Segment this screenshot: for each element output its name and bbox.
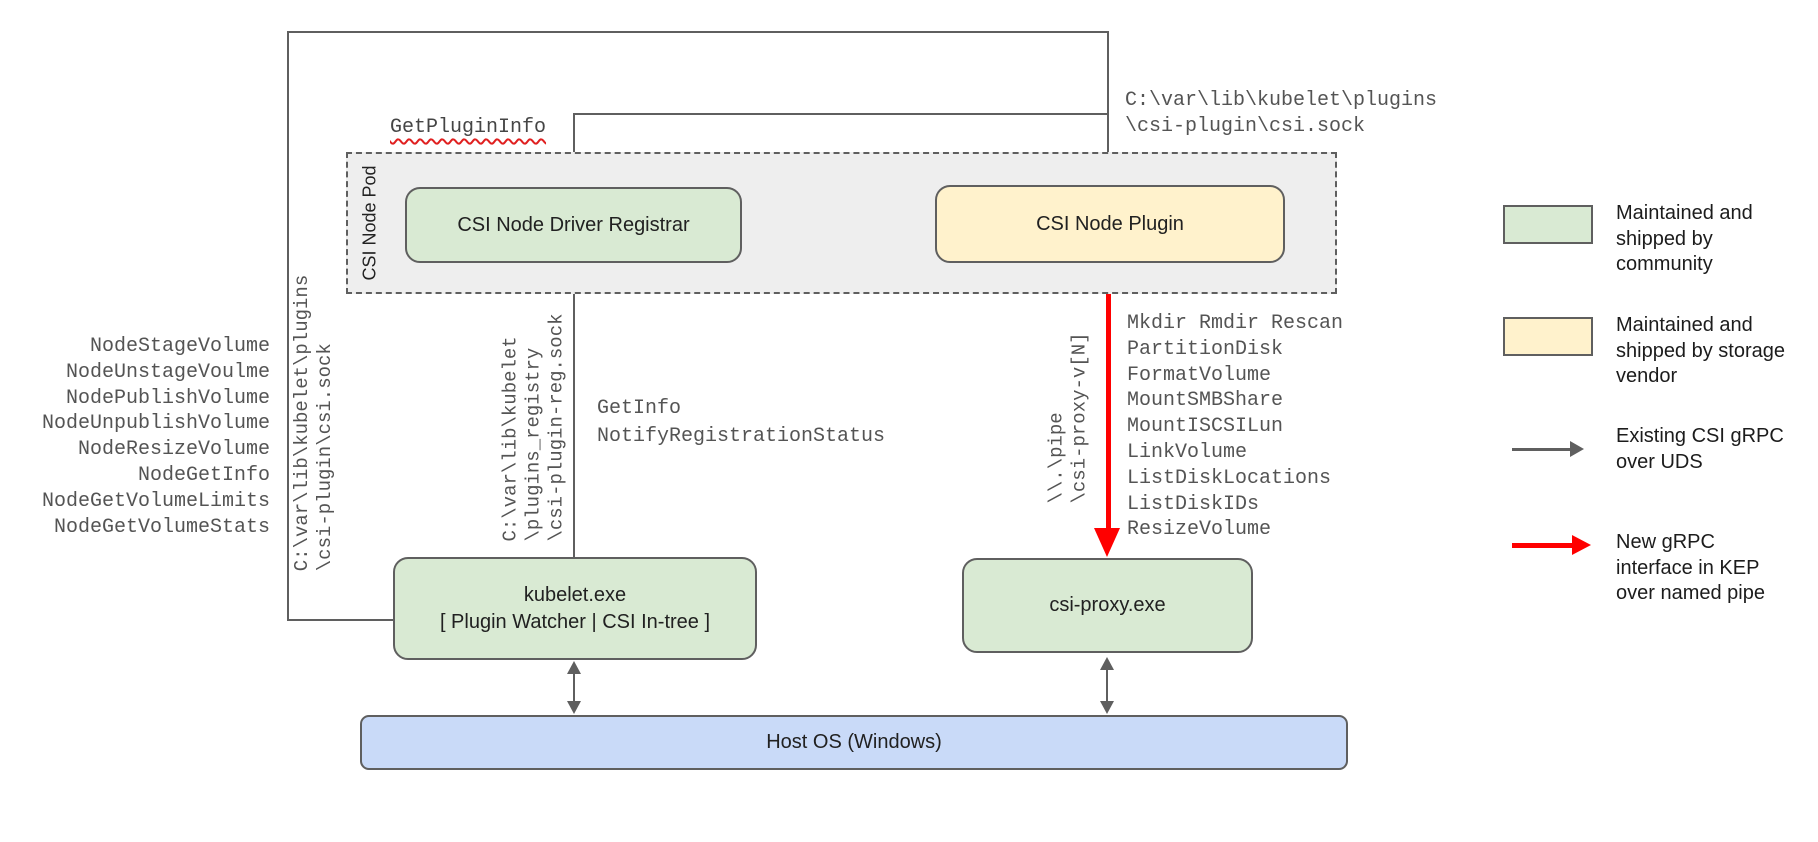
registry-sock-line: C:\var\lib\kubelet	[499, 335, 522, 542]
host-os-box: Host OS (Windows)	[360, 715, 1348, 770]
legend-gray-arrowhead-icon	[1570, 441, 1584, 457]
kubelet-subtitle: [ Plugin Watcher | CSI In-tree ]	[439, 610, 711, 633]
legend-uds-label: Existing CSI gRPC over UDS	[1616, 425, 1784, 473]
named-pipe-line: \\.\pipe	[1046, 412, 1068, 504]
proxy-hostos-arrow-down-icon	[1100, 701, 1114, 714]
proxy-method-item: MountISCSILun	[1127, 415, 1284, 439]
csi-node-pod-label-wrap: CSI Node Pod	[350, 154, 390, 292]
registry-sock-line: \csi-plugin-reg.sock	[545, 312, 568, 542]
kubelet-hostos-line	[573, 671, 575, 709]
plugin-label: CSI Node Plugin	[1036, 212, 1184, 235]
kubelet-label-group: kubelet.exe [ Plugin Watcher | CSI In-tr…	[440, 582, 710, 636]
registration-method-item: NotifyRegistrationStatus	[597, 424, 886, 448]
get-plugin-info-label: GetPluginInfo	[390, 116, 547, 139]
proxy-method-item: MountSMBShare	[1127, 389, 1284, 413]
mid-horizontal-line	[573, 113, 1109, 115]
legend-red-arrowhead-icon	[1572, 535, 1591, 555]
legend-community-label: Maintained and shipped by community	[1616, 202, 1753, 275]
node-method-item: NodeUnpublishVolume	[41, 412, 270, 436]
node-method-item: NodeResizeVolume	[77, 438, 270, 462]
kubelet-hostos-arrow-down-icon	[567, 701, 581, 714]
proxy-method-item: LinkVolume	[1127, 440, 1248, 464]
node-method-item: NodeStageVolume	[89, 335, 270, 358]
named-pipe-rotated-label: \\.\pipe\csi-proxy-v[N]	[1046, 332, 1092, 503]
csi-sock-path-line: \csi-plugin\csi.sock	[1125, 115, 1366, 138]
kubelet-hostos-arrow-up-icon	[567, 661, 581, 674]
node-method-item: NodePublishVolume	[65, 386, 270, 410]
csi-node-pod-label: CSI Node Pod	[360, 165, 381, 281]
proxy-method-item: PartitionDisk	[1127, 337, 1284, 361]
proxy-hostos-arrow-up-icon	[1100, 657, 1114, 670]
csi-node-plugin-box: CSI Node Plugin	[935, 185, 1285, 263]
kubelet-up-line	[287, 31, 289, 621]
legend-named-pipe-label: New gRPC interface in KEP over named pip…	[1616, 531, 1765, 604]
registry-sock-rotated-label: C:\var\lib\kubelet\plugins_registry\csi-…	[500, 313, 569, 541]
registry-sock-line: \plugins_registry	[522, 347, 545, 542]
proxy-method-item: Mkdir Rmdir Rescan	[1127, 312, 1344, 335]
registry-sock-rotated-wrap: C:\var\lib\kubelet\plugins_registry\csi-…	[494, 298, 574, 556]
proxy-method-item: ResizeVolume	[1127, 518, 1272, 542]
getinfo-line	[573, 278, 575, 558]
legend-vendor-label: Maintained and shipped by storage vendor	[1616, 314, 1786, 387]
plugins-sock-rotated-label: C:\var\lib\kubelet\plugins\csi-plugin\cs…	[291, 275, 337, 571]
csi-proxy-box: csi-proxy.exe	[962, 558, 1253, 653]
node-method-item: NodeUnstageVoulme	[65, 360, 270, 384]
plugins-sock-rotated-wrap: C:\var\lib\kubelet\plugins\csi-plugin\cs…	[286, 272, 342, 574]
proxy-method-item: ListDiskLocations	[1127, 466, 1332, 490]
registration-method-item: GetInfo	[597, 397, 682, 420]
legend-gray-arrow-line	[1512, 448, 1572, 451]
csi-node-driver-registrar-box: CSI Node Driver Registrar	[405, 187, 742, 263]
top-horizontal-line	[287, 31, 1109, 33]
kubelet-name: kubelet.exe	[523, 583, 627, 606]
named-pipe-line: \csi-proxy-v[N]	[1069, 332, 1091, 504]
proxy-method-item: ListDiskIDs	[1127, 492, 1260, 516]
legend-vendor-swatch	[1503, 317, 1593, 356]
node-method-item: NodeGetVolumeLimits	[41, 489, 270, 513]
legend-red-arrow-line	[1512, 543, 1574, 548]
proxy-method-item: FormatVolume	[1127, 363, 1272, 387]
csi-proxy-label: csi-proxy.exe	[1049, 594, 1166, 616]
node-method-item: NodeGetInfo	[137, 463, 270, 487]
plugin-down-line	[1107, 31, 1109, 171]
registrar-label: CSI Node Driver Registrar	[457, 213, 690, 236]
csi-sock-path-label: C:\var\lib\kubelet\plugins \csi-plugin\cs…	[1125, 88, 1437, 140]
host-os-label: Host OS (Windows)	[766, 731, 942, 753]
plugins-sock-line: C:\var\lib\kubelet\plugins	[291, 274, 314, 572]
named-pipe-rotated-wrap: \\.\pipe\csi-proxy-v[N]	[1036, 288, 1102, 548]
csi-sock-path-line: C:\var\lib\kubelet\plugins	[1125, 89, 1438, 112]
registrar-up-line	[573, 113, 575, 188]
named-pipe-red-line	[1106, 262, 1111, 530]
kubelet-left-stub-line	[287, 619, 393, 621]
plugins-sock-line: \csi-plugin\csi.sock	[314, 343, 337, 572]
proxy-hostos-line	[1106, 667, 1108, 709]
legend-community-swatch	[1503, 205, 1593, 244]
red-arrowhead-into-csi-proxy-icon	[1094, 528, 1120, 557]
kubelet-box: kubelet.exe [ Plugin Watcher | CSI In-tr…	[393, 557, 757, 660]
node-method-item: NodeGetVolumeStats	[53, 515, 270, 539]
